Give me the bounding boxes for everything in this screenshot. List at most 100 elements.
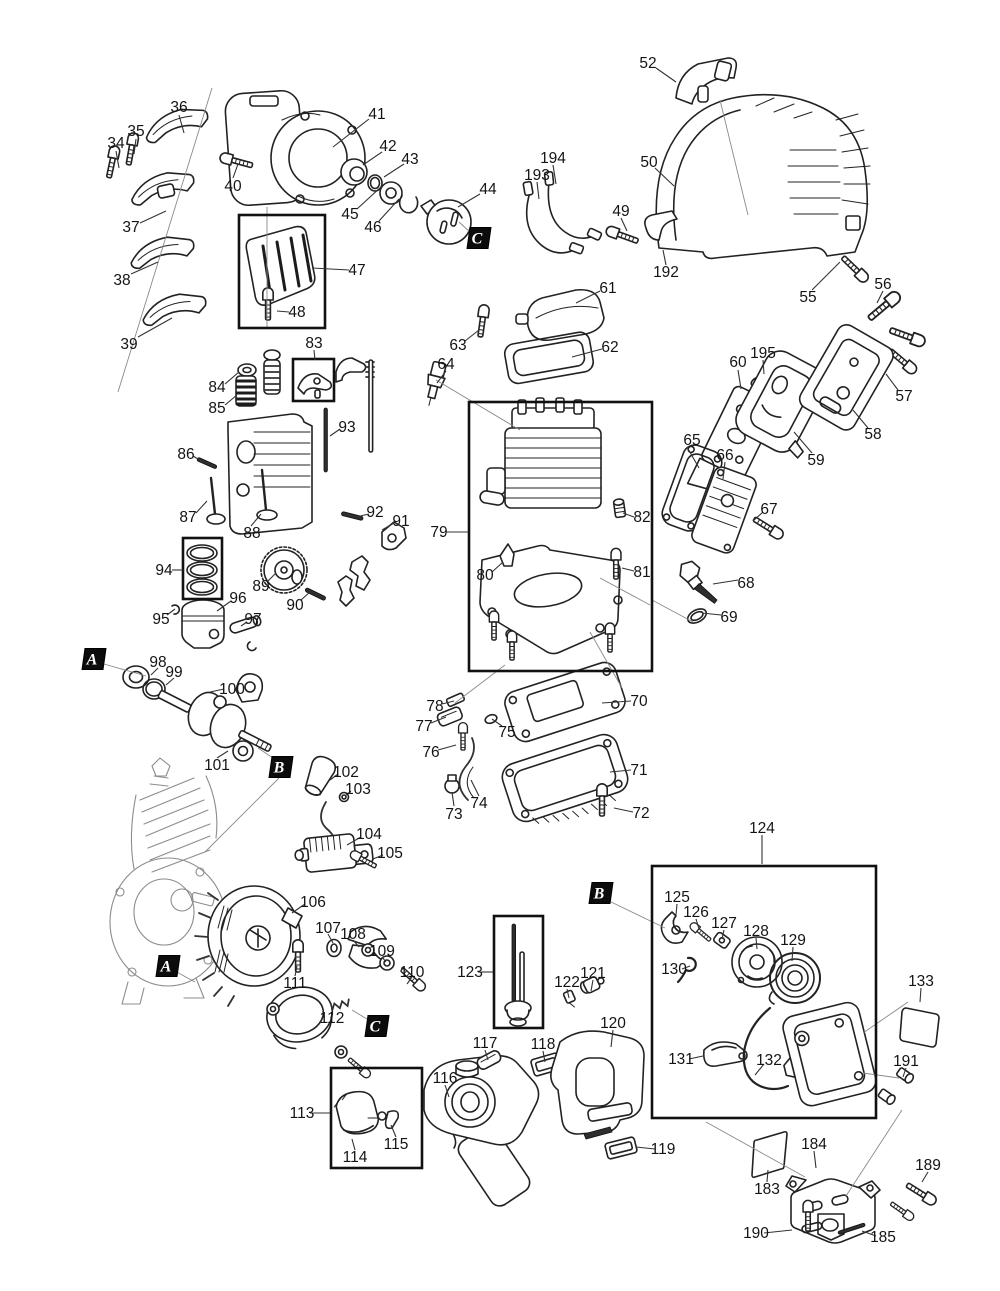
bolt-55 (838, 252, 872, 286)
leader-line (130, 261, 159, 275)
leader-line (383, 163, 405, 178)
part-label-46: 46 (364, 219, 381, 236)
leader-line (681, 965, 691, 970)
part-label-85: 85 (208, 400, 225, 417)
part-label-58: 58 (864, 426, 881, 443)
part-label-193: 193 (524, 167, 550, 184)
part-label-49: 49 (612, 203, 629, 220)
leader-line (536, 181, 540, 200)
leader-line (406, 976, 413, 985)
leader-line (919, 987, 922, 1003)
leader-line (224, 371, 240, 385)
leader-line (620, 217, 628, 232)
leader-line (313, 349, 316, 361)
leader-line (686, 446, 700, 469)
oil-pan-70-78 (436, 661, 629, 824)
part-label-62: 62 (601, 339, 618, 356)
construction-line (862, 1072, 900, 1079)
leader-line (329, 773, 339, 781)
part-label-103: 103 (345, 781, 371, 798)
leader-line (701, 612, 722, 616)
leader-line (195, 500, 208, 514)
part-label-91: 91 (392, 513, 409, 530)
part-label-88: 88 (243, 525, 260, 542)
baffle-47-48 (245, 225, 316, 321)
part-label-86: 86 (177, 446, 194, 463)
part-label-116: 116 (433, 1070, 458, 1087)
leader-line (688, 1055, 704, 1060)
leader-line (166, 608, 176, 616)
part-82 (612, 498, 627, 519)
leader-line (575, 290, 601, 304)
part-label-80: 80 (476, 567, 494, 584)
leader-line (311, 267, 350, 271)
leader-line (601, 700, 632, 704)
leader-line (552, 164, 557, 185)
part-label-195: 195 (750, 345, 776, 362)
part-label-82: 82 (633, 509, 650, 526)
group-box-83 (291, 357, 336, 403)
leader-line (372, 854, 384, 860)
part-label-127: 127 (711, 915, 737, 932)
leader-line (885, 373, 899, 391)
part-label-79: 79 (430, 524, 447, 541)
part-label-41: 41 (368, 106, 385, 123)
dipstick-123 (511, 923, 516, 1003)
part-label-117: 117 (473, 1035, 498, 1052)
part-label-126: 126 (683, 904, 709, 921)
construction-line (435, 379, 521, 431)
part-label-118: 118 (531, 1036, 556, 1053)
leader-line (327, 933, 334, 944)
fuel-tank-119-120 (550, 1030, 645, 1160)
leader-line (737, 369, 742, 390)
part-label-68: 68 (737, 575, 754, 592)
valve-88 (256, 509, 278, 521)
pawl-125 (660, 911, 689, 944)
part-label-71: 71 (630, 762, 647, 779)
bracket-91 (381, 521, 407, 551)
leader-line (655, 67, 677, 83)
leader-line (722, 461, 726, 480)
construction-line (719, 99, 749, 216)
leader-line (150, 667, 159, 676)
piston-pin-97 (229, 615, 262, 634)
part-label-48: 48 (288, 304, 305, 321)
cylinder-clamp-shells-36-39 (102, 105, 212, 327)
part-label-107: 107 (315, 920, 341, 937)
leader-line (571, 348, 603, 358)
part-label-42: 42 (379, 138, 396, 155)
construction-line (117, 87, 213, 393)
part-label-100: 100 (219, 681, 245, 698)
screw-126 (687, 920, 714, 944)
bolt-56 (864, 288, 904, 325)
assembled-engine-sketch (109, 757, 227, 1005)
view-marker-A: A (155, 955, 181, 977)
part-label-185: 185 (870, 1229, 896, 1246)
leader-line (381, 522, 395, 531)
part-label-70: 70 (630, 693, 648, 710)
part-label-95: 95 (152, 611, 169, 628)
part-label-44: 44 (479, 181, 497, 198)
leader-line (662, 249, 667, 266)
leader-line (352, 939, 360, 948)
part-label-69: 69 (720, 609, 737, 626)
part-label-87: 87 (179, 509, 196, 526)
construction-line (204, 777, 280, 853)
leader-line (635, 1146, 656, 1150)
part-label-191: 191 (893, 1053, 919, 1070)
construction-line (606, 899, 666, 929)
clip-122 (562, 989, 576, 1008)
leader-line (437, 744, 457, 751)
leader-line (484, 1049, 489, 1061)
group-box-47-48 (237, 213, 327, 330)
screw-76 (457, 721, 469, 751)
view-marker-A: A (81, 648, 107, 670)
leader-line (451, 791, 455, 807)
leader-line (712, 579, 739, 585)
push-rod-93 (323, 407, 328, 473)
part-label-90: 90 (286, 597, 304, 614)
part-label-81: 81 (633, 564, 650, 581)
crankshaft-group-98-101 (122, 665, 272, 762)
part-label-192: 192 (653, 264, 679, 281)
stickers-133-183 (751, 1007, 940, 1179)
